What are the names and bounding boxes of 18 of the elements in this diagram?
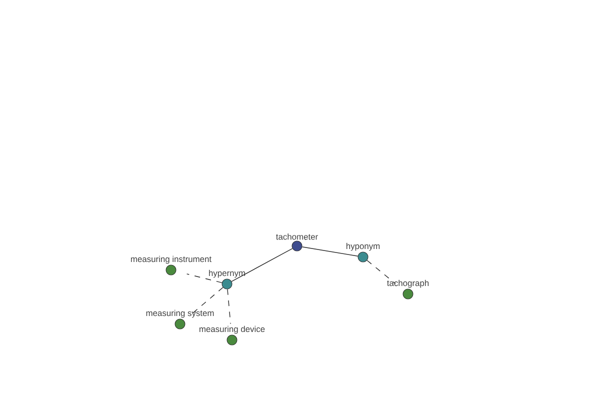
node-label: measuring instrument: [130, 256, 212, 264]
node-label: hyponym: [346, 242, 380, 251]
dashed-line: [227, 288, 231, 324]
node-label: measuring device: [199, 326, 265, 334]
graph-node: tachograph: [387, 280, 429, 300]
node-label: tachograph: [387, 280, 429, 288]
dashed-line: [192, 287, 224, 314]
connector-line: [231, 248, 293, 282]
graph-node: hypernym: [209, 270, 245, 290]
node-label: measuring system: [146, 310, 214, 318]
dashed-line: [186, 274, 222, 284]
connector-line: [302, 246, 358, 256]
dashed-line: [366, 260, 396, 284]
graph-node: tachometer: [276, 234, 318, 252]
graph-node: measuring device: [200, 326, 265, 346]
node-label: hypernym: [209, 270, 245, 278]
graph-node: hyponym: [346, 242, 380, 262]
node-label: tachometer: [276, 234, 318, 240]
